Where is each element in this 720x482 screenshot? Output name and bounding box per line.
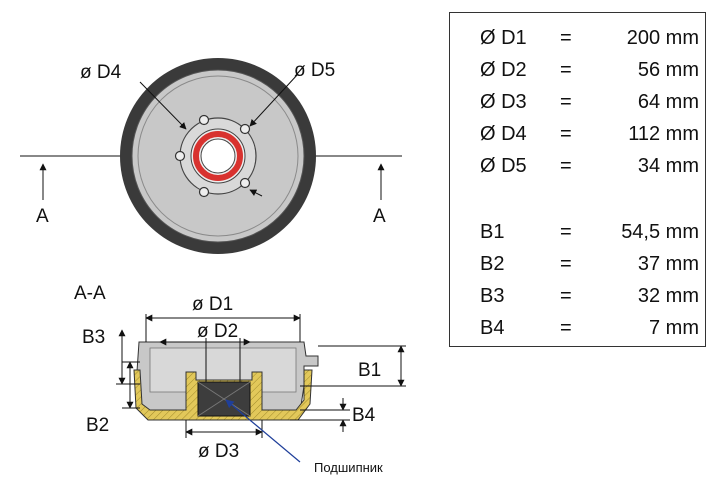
label-b1: B1 [358,360,381,381]
spec-equals: = [560,27,572,49]
spec-row-b2: B2 = 37 mm [450,251,707,277]
spec-value: 37 mm [637,253,699,275]
d5-leader [249,73,299,127]
section-view: A-A ø D1 ø D2 ø D3 B1 B3 [74,283,406,475]
spec-equals: = [560,221,572,243]
spec-equals: = [560,317,572,339]
bearing-label: Подшипник [314,460,383,475]
drum-inner-ring [137,75,299,237]
bearing-diag-2 [197,381,251,417]
bolt-hole [239,177,251,189]
spec-name: B1 [480,221,505,243]
label-d2: ø D2 [197,321,238,342]
spec-row-d5: Ø D5 = 34 mm [450,153,707,179]
spec-value: 56 mm [637,59,699,81]
bolt-hole [198,186,210,198]
spec-equals: = [560,285,572,307]
spec-value: 54,5 mm [621,221,699,243]
spec-value: 200 mm [626,27,699,49]
spec-name: B3 [480,285,505,307]
spec-name: Ø D1 [480,27,527,49]
spec-row-b4: B4 = 7 mm [450,315,707,341]
label-d4: ø D4 [80,62,122,83]
spec-equals: = [560,155,572,177]
label-d3: ø D3 [198,441,239,462]
bolt-hole [174,150,186,162]
spec-row-b3: B3 = 32 mm [450,283,707,309]
spec-name: B4 [480,317,505,339]
front-view: ø D4 ø D5 A A [20,58,402,254]
section-mark-right: A [373,206,386,227]
spec-value: 7 mm [649,317,699,339]
spec-name: Ø D5 [480,155,527,177]
spec-equals: = [560,123,572,145]
label-d1: ø D1 [192,294,233,315]
spec-row-b1: B1 = 54,5 mm [450,219,707,245]
label-b3: B3 [82,327,105,348]
spec-value: 34 mm [637,155,699,177]
spec-value: 112 mm [628,123,699,145]
spec-equals: = [560,253,572,275]
spec-name: Ø D3 [480,91,527,113]
label-b2: B2 [86,415,109,436]
section-title: A-A [74,283,106,304]
label-b4: B4 [352,405,376,426]
spec-equals: = [560,91,572,113]
bolt-hole [198,114,210,126]
spec-row-d4: Ø D4 = 112 mm [450,121,707,147]
spec-value: 64 mm [637,91,699,113]
d4-leader-tail [249,189,263,197]
spec-name: Ø D4 [480,123,527,145]
bolt-hole [239,123,251,135]
bearing-bore [200,138,236,174]
spec-row-d3: Ø D3 = 64 mm [450,89,707,115]
d4-leader [139,81,187,130]
spec-row-d2: Ø D2 = 56 mm [450,57,707,83]
spec-name: B2 [480,253,505,275]
bearing-ring [193,131,243,181]
spec-equals: = [560,59,572,81]
spec-row-d1: Ø D1 = 200 mm [450,25,707,51]
label-d5: ø D5 [294,60,335,81]
bearing-leader [225,399,301,463]
spec-value: 32 mm [637,285,699,307]
spec-name: Ø D2 [480,59,527,81]
section-mark-left: A [36,206,49,227]
spec-table: Ø D1 = 200 mm Ø D2 = 56 mm Ø D3 = 64 mm … [449,12,706,347]
